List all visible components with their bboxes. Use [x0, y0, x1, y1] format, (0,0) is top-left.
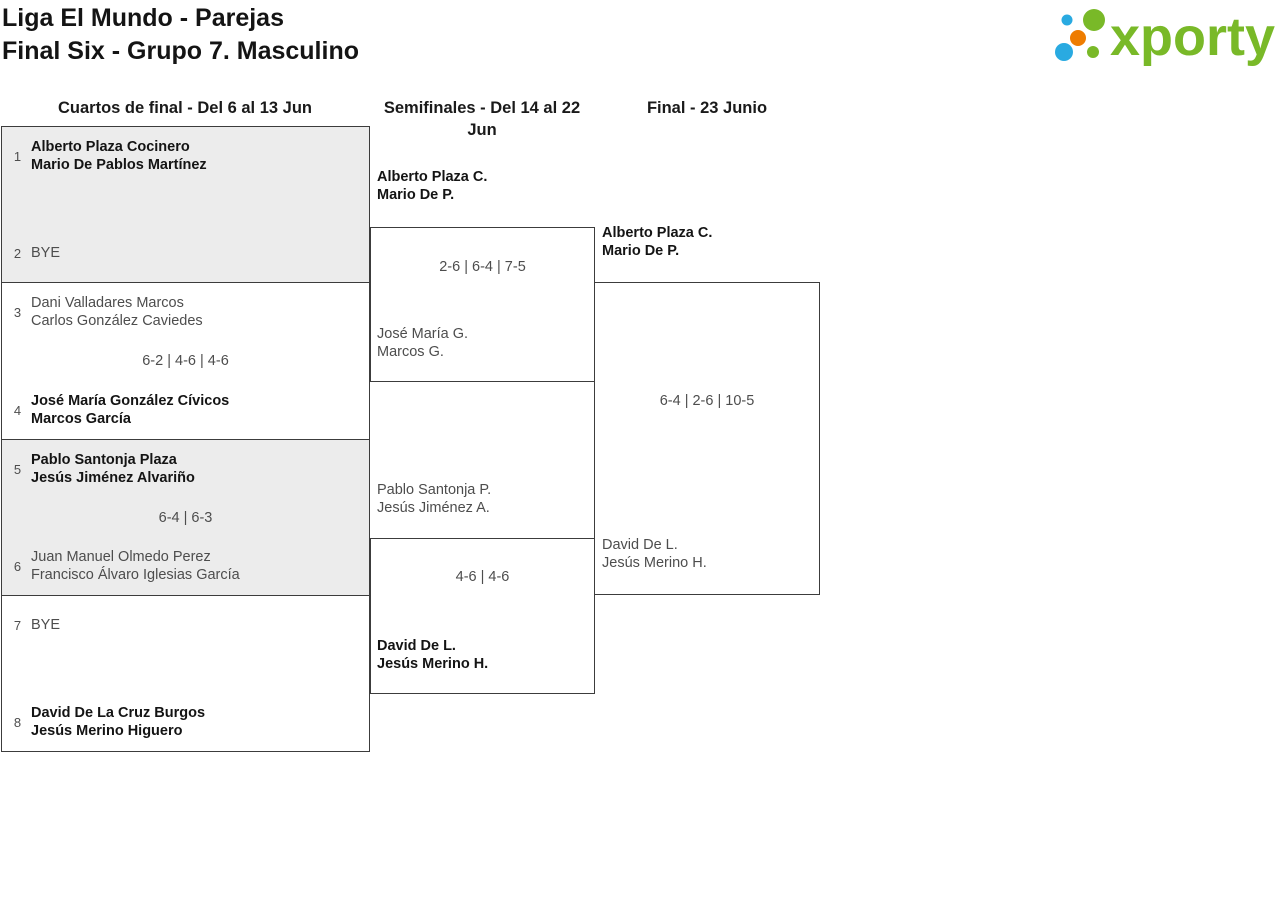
- player-name: Juan Manuel Olmedo Perez: [31, 549, 211, 565]
- team-final-bottom: David De L. Jesús Merino H.: [602, 536, 707, 572]
- match-semifinal-2: [370, 538, 595, 694]
- player-name: Jesús Merino H.: [602, 555, 707, 571]
- player-name: Mario De P.: [377, 187, 455, 203]
- player-name: Marcos G.: [377, 344, 444, 360]
- player-name: Marcos García: [31, 411, 131, 427]
- seed-number: 4: [13, 402, 22, 418]
- player-name: José María G.: [377, 326, 469, 342]
- player-name: José María González Cívicos: [31, 393, 230, 409]
- team-slot-qf1-top: 1 Alberto Plaza Cocinero Mario De Pablos…: [10, 135, 361, 177]
- player-name: BYE: [31, 245, 61, 261]
- page-title: Liga El Mundo - Parejas Final Six - Grup…: [2, 2, 359, 68]
- team-slot-qf3-bottom: 6 Juan Manuel Olmedo Perez Francisco Álv…: [10, 545, 361, 587]
- match-quarterfinal-2: 3 Dani Valladares Marcos Carlos González…: [1, 282, 370, 440]
- player-name: David De La Cruz Burgos: [31, 705, 206, 721]
- player-name: Alberto Plaza Cocinero: [31, 139, 190, 155]
- player-name: Jesús Merino Higuero: [31, 723, 183, 739]
- team-names: BYE: [31, 616, 60, 634]
- team-slot-qf1-bottom: 2 BYE: [10, 232, 361, 274]
- team-sf2-bottom: David De L. Jesús Merino H.: [377, 637, 488, 673]
- player-name: Jesús Jiménez A.: [377, 500, 490, 516]
- match-score: 4-6 | 4-6: [455, 569, 510, 585]
- player-name: Alberto Plaza C.: [377, 169, 488, 185]
- player-name: David De L.: [377, 638, 456, 654]
- seed-number: 3: [13, 304, 22, 320]
- seed-number: 8: [13, 714, 22, 730]
- team-names: Pablo Santonja Plaza Jesús Jiménez Alvar…: [31, 451, 195, 487]
- match-score: 6-2 | 4-6 | 4-6: [142, 353, 229, 369]
- player-name: Mario De P.: [602, 243, 680, 259]
- player-name: Pablo Santonja Plaza: [31, 452, 177, 468]
- player-name: Jesús Merino H.: [377, 656, 489, 672]
- team-names: Dani Valladares Marcos Carlos González C…: [31, 294, 203, 330]
- team-slot-qf4-top: 7 BYE: [10, 604, 361, 646]
- team-final-top: Alberto Plaza C. Mario De P.: [602, 224, 712, 260]
- match-final: [594, 282, 820, 595]
- player-name: Mario De Pablos Martínez: [31, 157, 207, 173]
- team-sf1-top: Alberto Plaza C. Mario De P.: [377, 168, 487, 204]
- team-names: Juan Manuel Olmedo Perez Francisco Álvar…: [31, 548, 240, 584]
- tournament-group: Final Six - Grupo 7. Masculino: [2, 37, 359, 65]
- team-slot-qf4-bottom: 8 David De La Cruz Burgos Jesús Merino H…: [10, 701, 361, 743]
- round-header-final: Final - 23 Junio: [646, 99, 768, 117]
- team-sf1-bottom: José María G. Marcos G.: [377, 325, 468, 361]
- team-names: José María González Cívicos Marcos Garcí…: [31, 392, 229, 428]
- team-sf2-top: Pablo Santonja P. Jesús Jiménez A.: [377, 481, 491, 517]
- player-name: Pablo Santonja P.: [377, 482, 492, 498]
- player-name: BYE: [31, 617, 61, 633]
- match-quarterfinal-3: 5 Pablo Santonja Plaza Jesús Jiménez Alv…: [1, 439, 370, 596]
- player-name: Francisco Álvaro Iglesias García: [31, 567, 240, 583]
- seed-number: 1: [13, 148, 22, 164]
- round-header-quarterfinals: Cuartos de final - Del 6 al 13 Jun: [58, 99, 312, 117]
- round-header-semifinals: Semifinales - Del 14 al 22 Jun: [383, 99, 581, 139]
- seed-number: 6: [13, 558, 22, 574]
- match-score: 2-6 | 6-4 | 7-5: [439, 259, 526, 275]
- logo-text: xporty: [1110, 7, 1275, 67]
- tournament-name: Liga El Mundo - Parejas: [2, 4, 284, 32]
- seed-number: 5: [13, 461, 22, 477]
- team-slot-qf3-top: 5 Pablo Santonja Plaza Jesús Jiménez Alv…: [10, 448, 361, 490]
- team-names: David De La Cruz Burgos Jesús Merino Hig…: [31, 704, 205, 740]
- logo-dots-icon: [1055, 9, 1105, 61]
- match-quarterfinal-4: 7 BYE 8 David De La Cruz Burgos Jesús Me…: [1, 595, 370, 752]
- team-slot-qf2-top: 3 Dani Valladares Marcos Carlos González…: [10, 291, 361, 333]
- player-name: Dani Valladares Marcos: [31, 295, 184, 311]
- team-names: Alberto Plaza Cocinero Mario De Pablos M…: [31, 138, 207, 174]
- match-score: 6-4 | 6-3: [158, 509, 213, 526]
- player-name: Jesús Jiménez Alvariño: [31, 470, 195, 486]
- player-name: Alberto Plaza C.: [602, 225, 713, 241]
- match-quarterfinal-1: 1 Alberto Plaza Cocinero Mario De Pablos…: [1, 126, 370, 283]
- xporty-logo[interactable]: xporty: [1048, 1, 1278, 71]
- match-score: 6-4 | 2-6 | 10-5: [659, 393, 755, 409]
- seed-number: 7: [13, 617, 22, 633]
- team-names: BYE: [31, 244, 60, 262]
- team-slot-qf2-bottom: 4 José María González Cívicos Marcos Gar…: [10, 389, 361, 431]
- player-name: David De L.: [602, 537, 678, 553]
- seed-number: 2: [13, 245, 22, 261]
- player-name: Carlos González Caviedes: [31, 313, 203, 329]
